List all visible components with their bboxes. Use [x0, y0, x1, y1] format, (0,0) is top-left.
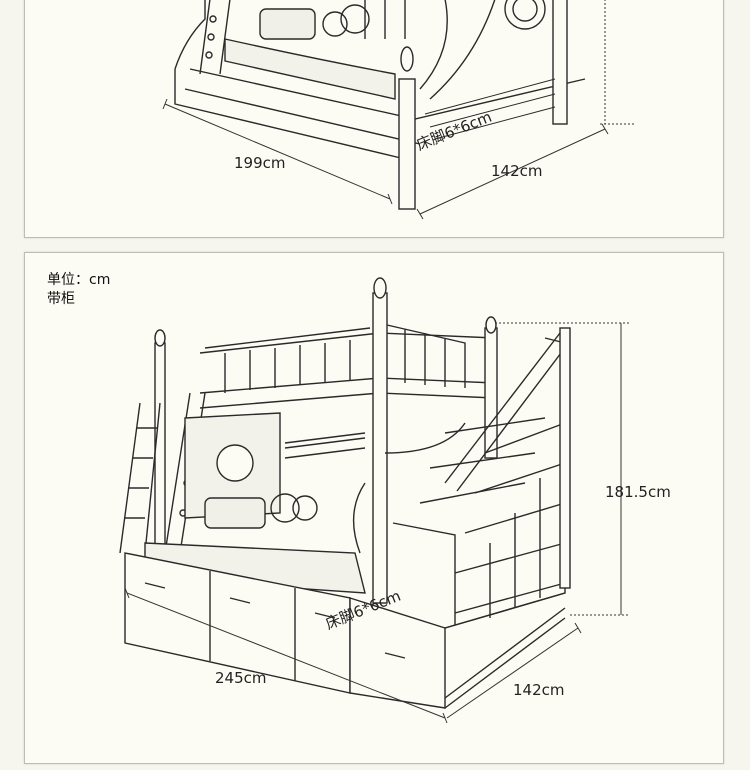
length-dimension-label-bottom: 245cm — [215, 669, 267, 687]
height-dimension-label-bottom: 181.5cm — [605, 483, 671, 501]
width-dimension-label: 142cm — [491, 162, 543, 180]
bed-drawing-bottom — [119, 277, 629, 724]
variant-label: 带柜 — [47, 291, 75, 307]
length-dimension-line-bottom — [126, 592, 446, 719]
bottom-diagram-panel: 单位：cm 带柜 — [24, 252, 724, 764]
bed-drawing-top — [162, 0, 635, 220]
top-diagram-panel: 199cm 142cm 床脚6*6cm — [24, 0, 724, 238]
length-dimension-line — [164, 103, 391, 200]
width-dimension-line — [419, 128, 606, 215]
width-dimension-line-bottom — [446, 627, 579, 719]
unit-label: 单位：cm — [47, 272, 111, 288]
width-dimension-label-bottom: 142cm — [513, 681, 565, 699]
length-dimension-label: 199cm — [234, 154, 286, 172]
